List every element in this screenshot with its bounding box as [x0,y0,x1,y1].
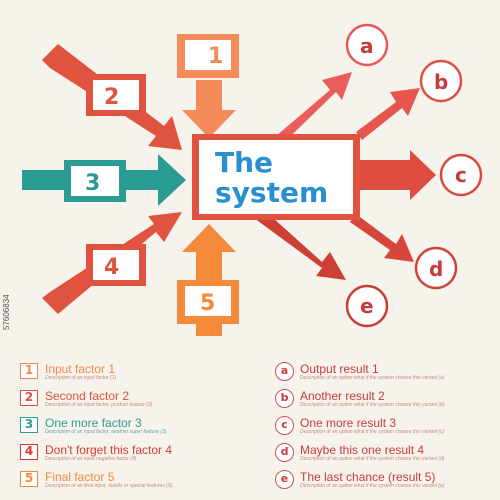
output-circle-b [419,59,463,103]
legend-output-desc: Description of an option what if the sys… [300,429,445,435]
output-arrow-d [350,214,414,262]
output-circle-d [414,246,458,290]
legend-input-number: 1 [20,363,38,379]
output-arrow-c [360,150,436,200]
input-label-5: 5 [200,291,215,316]
output-circle-c [439,153,483,197]
system-box [192,134,360,220]
input-arrow-4 [42,212,182,314]
output-label-e: e [360,294,374,318]
legend-output-title: Another result 2 [300,389,385,403]
legend-output-desc: Description of an option what if the sys… [300,456,445,462]
output-circle-a [345,23,389,67]
output-arrow-e [254,208,346,280]
legend-input-desc: Description of an input factor, another … [45,429,167,435]
legend-input-title: Input factor 1 [45,362,116,376]
legend-input-desc: Description of an input factor (1) [45,375,117,381]
legend-input-number: 5 [20,471,38,487]
input-label-2: 2 [104,85,119,110]
legend-output-letter: e [275,470,294,489]
legend-output-desc: Description of an option what if the sys… [300,483,445,489]
legend-output-title: The last chance (result 5) [300,470,436,484]
legend-input-title: Second factor 2 [45,389,130,403]
legend-output-title: One more result 3 [300,416,397,430]
legend-output-letter: b [275,389,294,408]
legend-output-letter: a [275,362,294,381]
legend-input-title: Don't forget this factor 4 [45,443,173,457]
legend-input-number: 4 [20,444,38,460]
legend-input-title: One more factor 3 [45,416,142,430]
input-label-3: 3 [85,171,100,196]
legend-input-desc: Description of an input factor, product … [45,402,153,408]
legend-input-desc: Description of an final input, details o… [45,483,173,489]
legend-output-desc: Description of an option what if the sys… [300,402,445,408]
input-arrow-5 [177,224,239,336]
legend-input-desc: Description of an input negative factor … [45,456,137,462]
input-label-1: 1 [208,44,223,69]
output-label-d: d [429,257,443,281]
legend-input-title: Final factor 5 [45,470,115,484]
legend-output-letter: c [275,416,294,435]
legend-output-letter: d [275,443,294,462]
input-label-4: 4 [104,255,119,280]
output-circle-e [345,284,389,328]
watermark-id: 57606834 [2,294,11,330]
legend-output-desc: Description of an option what if the sys… [300,375,445,381]
legend-input-number: 3 [20,417,38,433]
input-arrow-3 [22,154,186,206]
input-arrow-1 [177,34,239,138]
system-title-line1: The [215,146,273,179]
input-arrow-2 [42,44,182,150]
output-label-a: a [360,34,374,58]
output-label-c: c [455,163,467,187]
output-label-b: b [434,70,448,94]
system-title-line2: system [215,176,328,209]
legend-output-title: Maybe this one result 4 [300,443,425,457]
output-arrow-b [356,88,420,140]
legend-input-number: 2 [20,390,38,406]
legend-output-title: Output result 1 [300,362,379,376]
